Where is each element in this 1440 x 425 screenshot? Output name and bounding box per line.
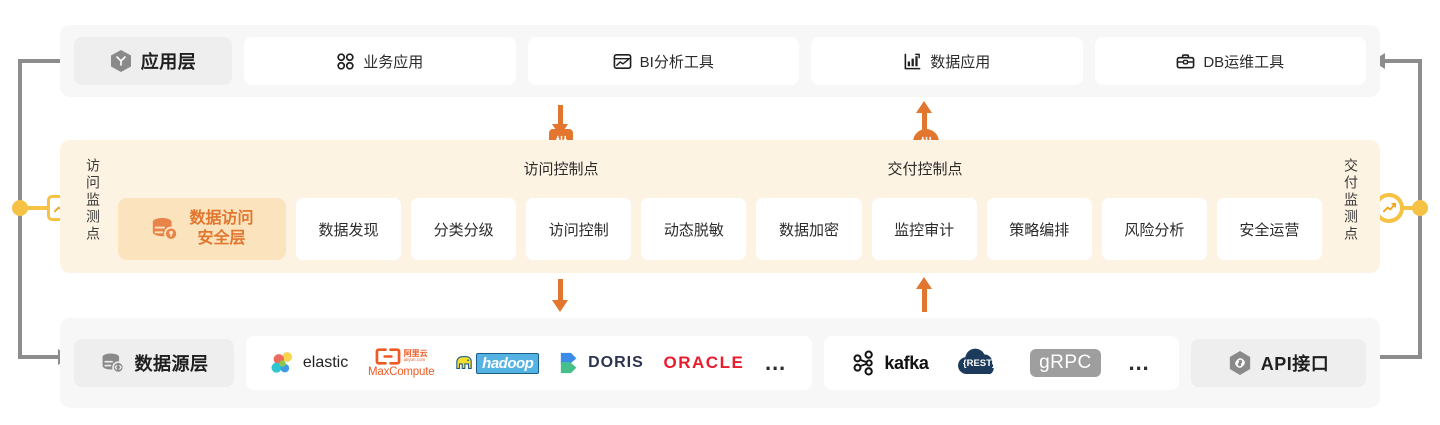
hexagon-cube-icon: [110, 50, 131, 72]
app-card-label: 数据应用: [930, 53, 991, 71]
security-capability-label: 动态脱敏: [663, 221, 724, 239]
api-interface-label: API接口: [1260, 354, 1330, 374]
datastore-item-elastic[interactable]: elastic: [270, 350, 348, 376]
access-control-point-label: 访问控制点: [523, 161, 599, 178]
security-capability-label: 策略编排: [1009, 221, 1070, 239]
application-layer-title-label: 应用层: [140, 52, 197, 72]
interface-label: {REST}: [962, 357, 996, 369]
security-capability-card[interactable]: 数据发现: [296, 198, 402, 260]
source-to-security-up-arrow: [922, 288, 927, 312]
security-capability-card[interactable]: 动态脱敏: [641, 198, 747, 260]
doris-logo: [560, 352, 577, 374]
app-card-db-ops[interactable]: DB运维工具: [1094, 37, 1366, 85]
datastore-item-oracle[interactable]: ORACLE: [664, 353, 745, 373]
hexagon-link-icon: [1229, 351, 1250, 375]
toolbox-icon: [1176, 53, 1195, 68]
data-access-security-brand: 数据访问 安全层: [118, 198, 286, 260]
datastore-group: elastic 阿里云 aliyun.com MaxCompute: [246, 336, 812, 390]
maxcompute-logo: [375, 348, 401, 365]
left-connector-top: [18, 59, 68, 63]
interface-label: gRPC: [1039, 352, 1092, 373]
source-layer-title-label: 数据源层: [134, 354, 209, 374]
security-capability-card[interactable]: 访问控制: [526, 198, 632, 260]
security-capability-label: 访问控制: [548, 221, 609, 239]
right-connector-bottom: [1372, 355, 1422, 359]
security-brand-line2: 安全层: [197, 230, 246, 247]
maxcompute-url-label: aliyun.com: [403, 357, 426, 362]
bar-chart-arrow-icon: [904, 53, 921, 69]
app-card-data-app[interactable]: 数据应用: [811, 37, 1083, 85]
application-layer-title: 应用层: [74, 37, 232, 85]
elastic-logo: [271, 352, 292, 373]
delivery-control-up-arrowhead: [916, 101, 932, 113]
app-card-label: 业务应用: [363, 53, 424, 71]
maxcompute-cn-label: 阿里云: [403, 349, 428, 358]
datastore-label: hadoop: [476, 352, 540, 374]
api-interface-chip[interactable]: API接口: [1191, 339, 1366, 387]
security-capability-card[interactable]: 风险分析: [1101, 198, 1207, 260]
security-capability-card[interactable]: 安全运营: [1216, 198, 1322, 260]
kafka-logo: [853, 350, 874, 376]
right-monitor-dot: [1412, 200, 1428, 216]
left-connector-bottom: [18, 355, 60, 359]
security-capability-label: 风险分析: [1124, 221, 1185, 239]
security-capability-label: 安全运营: [1239, 221, 1300, 239]
security-capability-label: 监控审计: [894, 221, 955, 239]
database-lock-icon: [153, 218, 179, 241]
hadoop-elephant-icon: [456, 356, 472, 369]
access-monitor-vertical-label: 访问监测点: [85, 158, 101, 243]
datastore-item-hadoop[interactable]: hadoop: [454, 352, 540, 374]
security-capability-card[interactable]: 监控审计: [871, 198, 977, 260]
delivery-control-up-arrow: [922, 112, 927, 134]
left-monitor-stub: [26, 206, 50, 210]
source-layer-title: 数据源层: [74, 339, 234, 387]
interface-group: kafka {REST} gRPC …: [824, 336, 1179, 390]
app-card-business[interactable]: 业务应用: [244, 37, 516, 85]
source-to-security-up-arrowhead: [916, 277, 932, 289]
security-capability-card[interactable]: 分类分级: [411, 198, 517, 260]
four-dots-grid-icon: [337, 52, 354, 70]
security-capability-card[interactable]: 策略编排: [986, 198, 1092, 260]
access-control-down-arrow: [558, 105, 563, 127]
database-code-icon: [102, 353, 124, 374]
interface-item-grpc[interactable]: gRPC: [1030, 349, 1101, 377]
security-brand-line1: 数据访问: [189, 210, 254, 227]
security-capability-card[interactable]: 数据加密: [756, 198, 862, 260]
chart-window-icon: [613, 53, 632, 69]
security-capability-label: 数据发现: [318, 221, 379, 239]
security-to-source-down-arrow: [558, 279, 563, 303]
application-layer-band: 应用层 业务应用 BI分析工具: [60, 25, 1380, 97]
security-capability-list: 数据访问 安全层 数据发现 分类分级 访问控制 动态脱敏 数据加密 监控审计 策…: [118, 198, 1322, 260]
security-to-source-down-arrowhead: [552, 300, 568, 312]
rest-cloud-logo: [958, 348, 994, 374]
delivery-monitor-vertical-label: 交付监测点: [1343, 158, 1359, 243]
interface-item-rest[interactable]: {REST}: [955, 348, 1003, 378]
right-connector-top: [1385, 59, 1422, 63]
security-capability-label: 数据加密: [778, 221, 839, 239]
interface-ellipsis-icon[interactable]: …: [1127, 350, 1152, 375]
datastore-label: DORIS: [588, 354, 644, 371]
datastore-item-maxcompute[interactable]: 阿里云 aliyun.com MaxCompute: [368, 348, 435, 379]
datastore-label: elastic: [302, 354, 349, 371]
datastore-item-doris[interactable]: DORIS: [559, 351, 644, 375]
security-layer-band: 访问监测点 交付监测点 数据访问 安全层 数据发现: [60, 140, 1380, 273]
delivery-control-point-label: 交付控制点: [887, 161, 963, 178]
datastore-label: ORACLE: [663, 353, 745, 372]
security-capability-label: 分类分级: [433, 221, 494, 239]
app-card-bi[interactable]: BI分析工具: [527, 37, 799, 85]
source-layer-band: 数据源层 elastic: [60, 318, 1380, 408]
left-monitor-dot: [12, 200, 28, 216]
interface-label: kafka: [884, 352, 929, 373]
datastore-label: MaxCompute: [368, 365, 435, 378]
app-card-label: DB运维工具: [1203, 53, 1285, 71]
app-card-label: BI分析工具: [639, 53, 714, 71]
datastore-ellipsis-icon[interactable]: …: [764, 350, 789, 375]
interface-item-kafka[interactable]: kafka: [851, 350, 929, 376]
